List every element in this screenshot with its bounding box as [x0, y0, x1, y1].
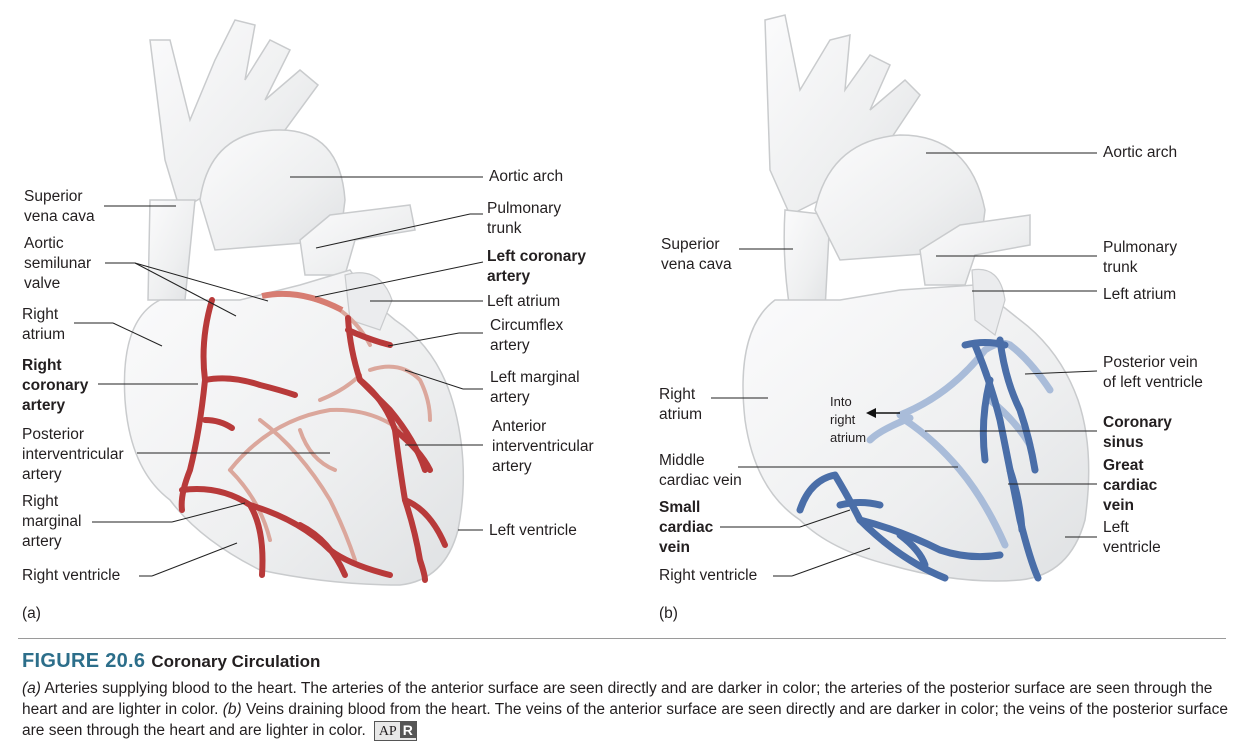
label-middle-cardiac-vein: Middle cardiac vein — [659, 452, 742, 489]
label-posterior-vein-left-ventricle: Posterior vein of left ventricle — [1103, 354, 1203, 391]
heart-a — [123, 19, 465, 586]
label-right-coronary-artery: Right coronary artery — [22, 357, 89, 414]
arteries-anterior-dark — [178, 297, 448, 583]
figure-title: Coronary Circulation — [151, 652, 321, 671]
label-left-coronary-artery: Left coronary artery — [487, 248, 587, 285]
leader-lines-b — [711, 152, 1098, 577]
label-circumflex-artery: Circumflex artery — [490, 317, 564, 354]
label-pulmonary-trunk-a: Pulmonary trunk — [487, 200, 562, 237]
label-small-cardiac-vein: Small cardiac vein — [659, 499, 714, 556]
apr-badge-left: AP — [378, 723, 397, 739]
label-right-atrium-b: Right atrium — [659, 386, 703, 423]
label-aortic-arch-a: Aortic arch — [489, 168, 564, 185]
label-aortic-semilunar-valve: Aortic semilunar valve — [24, 235, 92, 292]
label-left-marginal-artery: Left marginal artery — [490, 369, 580, 406]
label-anterior-interventricular-artery: Anterior interventricular artery — [492, 418, 594, 475]
label-great-cardiac-vein: Great cardiac vein — [1103, 457, 1158, 514]
caption-text-b: Veins draining blood from the heart. The… — [22, 701, 1228, 739]
label-left-ventricle-b: Left ventricle — [1103, 519, 1161, 556]
label-left-atrium-a: Left atrium — [487, 293, 561, 310]
label-left-atrium-b: Left atrium — [1103, 286, 1177, 303]
coronary-circulation-illustration — [74, 14, 1098, 586]
figure-caption-text: (a) Arteries supplying blood to the hear… — [22, 678, 1232, 741]
label-right-ventricle-b: Right ventricle — [659, 567, 758, 584]
label-superior-vena-cava-a: Superior vena cava — [24, 188, 95, 225]
label-posterior-interventricular-artery: Posterior interventricular artery — [22, 426, 124, 483]
panel-tag-a: (a) — [22, 605, 41, 622]
label-right-atrium-a: Right atrium — [22, 306, 66, 343]
leader-lines-a — [74, 176, 484, 577]
left-coronary-origin-a — [261, 290, 344, 313]
apr-badge-right: R — [399, 721, 416, 738]
label-pulmonary-trunk-b: Pulmonary trunk — [1103, 239, 1178, 276]
caption-text-a: Arteries supplying blood to the heart. T… — [22, 680, 1213, 718]
label-left-ventricle-a: Left ventricle — [489, 522, 577, 539]
panel-tag-b: (b) — [659, 605, 678, 622]
label-superior-vena-cava-b: Superior vena cava — [661, 236, 732, 273]
veins-anterior-dark — [796, 336, 1042, 582]
caption-divider — [18, 638, 1226, 639]
label-right-ventricle-a: Right ventricle — [22, 567, 121, 584]
label-coronary-sinus: Coronary sinus — [1103, 414, 1172, 451]
heart-b — [742, 14, 1090, 582]
figure-caption-title: FIGURE 20.6 Coronary Circulation — [22, 650, 320, 673]
caption-tag-b: (b) — [222, 701, 242, 718]
label-aortic-arch-b: Aortic arch — [1103, 144, 1178, 161]
label-right-marginal-artery: Right marginal artery — [22, 493, 82, 550]
arrow-head-icon — [866, 408, 876, 418]
label-into-right-atrium: Into right atrium — [830, 394, 867, 445]
caption-tag-a: (a) — [22, 680, 41, 697]
figure-number: FIGURE 20.6 — [22, 650, 146, 672]
